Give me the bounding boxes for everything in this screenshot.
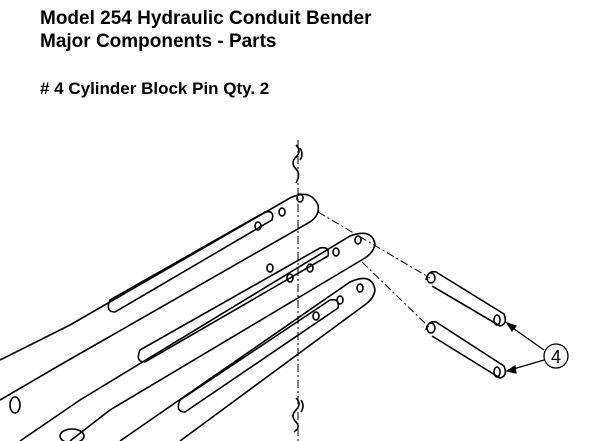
cotter-pin-bottom bbox=[292, 397, 304, 433]
callout-circle bbox=[543, 343, 569, 369]
cotter-pin-top bbox=[292, 144, 303, 184]
document-subtitle: Major Components - Parts bbox=[40, 31, 277, 52]
link-bar-bottom bbox=[59, 277, 376, 441]
link-bar-top bbox=[0, 193, 320, 414]
part-heading: # 4 Cylinder Block Pin Qty. 2 bbox=[40, 79, 270, 98]
callout-leaders bbox=[505, 321, 545, 374]
callout-label: 4 bbox=[551, 347, 561, 367]
cylinder-block-pin-2 bbox=[425, 320, 507, 379]
cylinder-block-pin-1 bbox=[425, 270, 507, 327]
document-title: Model 254 Hydraulic Conduit Bender bbox=[40, 8, 372, 29]
